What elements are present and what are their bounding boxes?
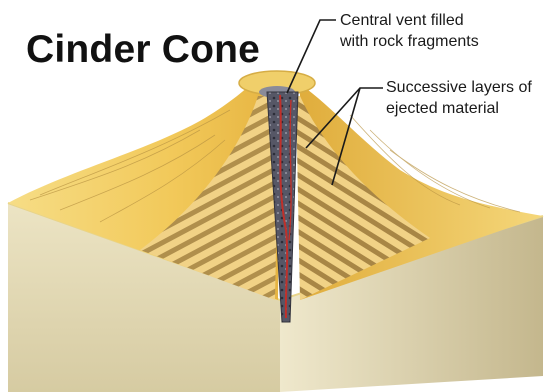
layers-label-line-1: Successive layers of (386, 77, 532, 98)
diagram-title: Cinder Cone (26, 28, 260, 72)
central-vent-label: Central vent filled with rock fragments (340, 10, 479, 52)
central-vent-label-line-1: Central vent filled (340, 10, 479, 31)
layers-label: Successive layers of ejected material (386, 77, 532, 119)
central-vent-label-line-2: with rock fragments (340, 31, 479, 52)
layers-label-line-2: ejected material (386, 98, 532, 119)
